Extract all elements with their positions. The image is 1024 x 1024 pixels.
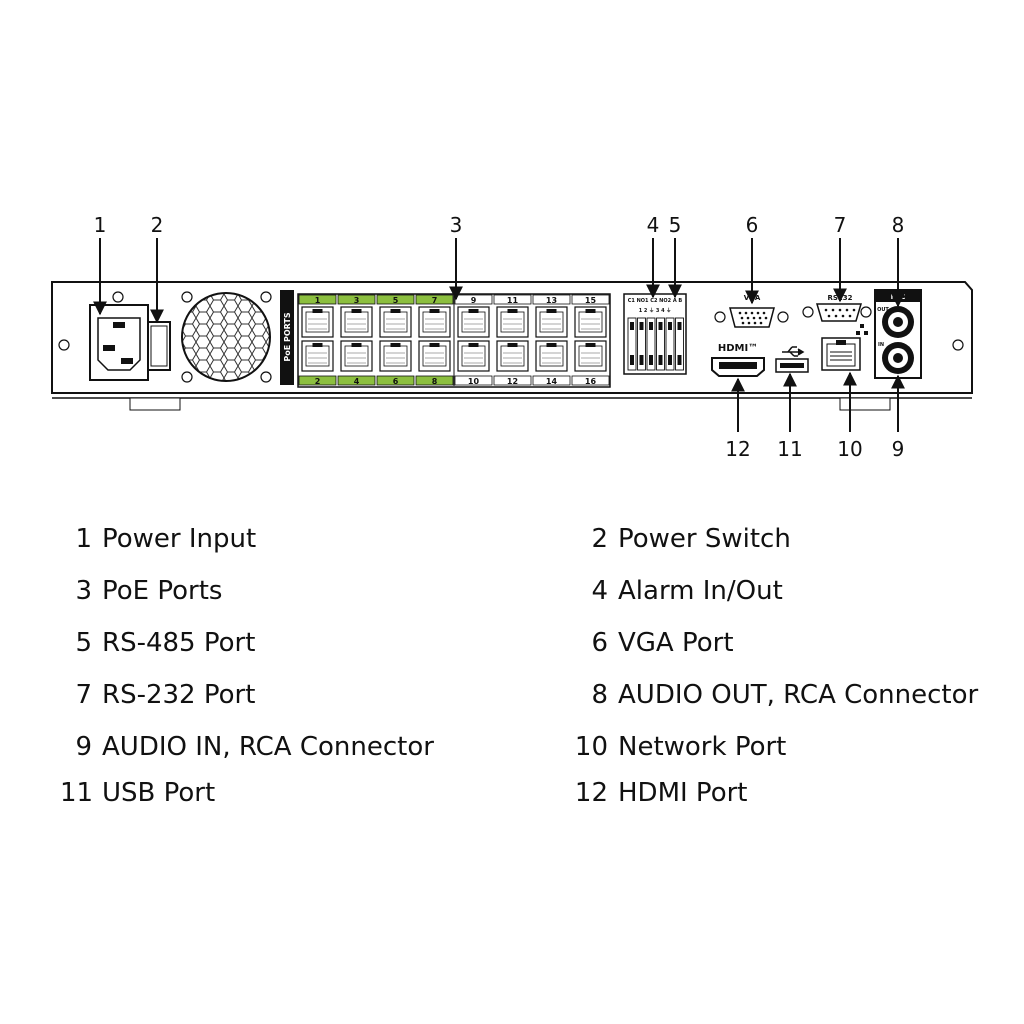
poe-port-number: 3 (354, 296, 360, 305)
poe-port-number: 9 (471, 296, 477, 305)
poe-port-number: 8 (432, 377, 438, 386)
poe-label-cell (571, 375, 610, 386)
hdmi-port: HDMI™ (711, 343, 765, 377)
poe-port-number: 16 (585, 377, 597, 386)
hdmi-label: HDMI™ (718, 343, 758, 354)
poe-label-cell (493, 375, 532, 386)
poe-port-number: 1 (315, 296, 321, 305)
power-switch (147, 321, 171, 371)
poe-label-cell (532, 375, 571, 386)
callout-8: 8 (892, 213, 905, 237)
terminal-pin (656, 317, 665, 371)
rj45-jack (496, 340, 529, 372)
rj45-jack (535, 306, 568, 338)
rj45-jack (418, 306, 451, 338)
poe-port-number: 4 (354, 377, 360, 386)
rj45-jack (340, 306, 373, 338)
alarm-rs485-terminal: C1 NO1 C2 NO2 A B 1 2 ⏚ 3 4 ⏚ (623, 293, 687, 375)
rj45-jack (574, 306, 607, 338)
power-input-socket (89, 291, 149, 381)
poe-port-number: 2 (315, 377, 321, 386)
poe-label-cell (376, 294, 415, 305)
callout-1: 1 (94, 213, 107, 237)
rj45-jack (457, 340, 490, 372)
rj45-jack (301, 340, 334, 372)
poe-port-number: 5 (393, 296, 399, 305)
network-icon (856, 324, 868, 335)
poe-port-number: 11 (507, 296, 519, 305)
callout-11: 11 (777, 437, 802, 461)
poe-label-cell (337, 294, 376, 305)
in-label: IN (878, 342, 884, 348)
rj45-jack (340, 340, 373, 372)
usb-icon (782, 346, 805, 357)
rj45-jack (535, 340, 568, 372)
callout-numbers: 1 2 3 4 5 6 7 8 12 11 10 9 (94, 213, 905, 461)
callout-6: 6 (746, 213, 759, 237)
poe-label-cell (376, 375, 415, 386)
poe-port-number: 10 (468, 377, 480, 386)
callout-10: 10 (837, 437, 862, 461)
poe-rj45-grid (301, 295, 607, 386)
poe-label-cell (571, 294, 610, 305)
poe-port-number: 13 (546, 296, 557, 305)
terminal-pin (637, 317, 646, 371)
poe-bottom-labels: 2 4 6 8 10 12 14 16 (298, 375, 610, 386)
terminal-pin (675, 317, 684, 371)
usb-port (775, 346, 809, 373)
network-port (821, 324, 868, 371)
rj45-jack (496, 306, 529, 338)
poe-port-number: 15 (585, 296, 597, 305)
callout-2: 2 (151, 213, 164, 237)
poe-label-cell (454, 375, 493, 386)
poe-port-number: 14 (546, 377, 558, 386)
poe-label-cell (532, 294, 571, 305)
rj45-jack (379, 340, 412, 372)
poe-port-number: 12 (507, 377, 518, 386)
poe-label-cell (298, 375, 337, 386)
fan-grille (181, 291, 272, 383)
poe-label-cell (298, 294, 337, 305)
alarm-header-text: C1 NO1 C2 NO2 A B (628, 298, 683, 304)
callout-5: 5 (669, 213, 682, 237)
callout-9: 9 (892, 437, 905, 461)
rj45-jack (457, 306, 490, 338)
terminal-pin (646, 317, 656, 371)
alarm-pin-text: 1 2 ⏚ 3 4 ⏚ (639, 307, 672, 314)
terminal-pin (627, 317, 637, 371)
poe-port-number: 6 (393, 377, 399, 386)
rj45-jack (379, 306, 412, 338)
terminal-pins (627, 317, 684, 371)
callout-7: 7 (834, 213, 847, 237)
poe-ports-label: PoE PORTS (283, 312, 292, 362)
poe-label-cell (493, 294, 532, 305)
rj45-jack (301, 306, 334, 338)
audio-rca-block: MIC OUT IN (874, 289, 922, 379)
poe-label-cell (415, 375, 454, 386)
callout-3: 3 (450, 213, 463, 237)
rj45-jack (574, 340, 607, 372)
callout-4: 4 (647, 213, 660, 237)
out-label: OUT (877, 307, 889, 313)
callout-12: 12 (725, 437, 750, 461)
poe-port-number: 7 (432, 296, 438, 305)
terminal-pin (665, 317, 675, 371)
poe-label-cell (337, 375, 376, 386)
callout-lines (93, 238, 905, 432)
rj45-jack (418, 340, 451, 372)
